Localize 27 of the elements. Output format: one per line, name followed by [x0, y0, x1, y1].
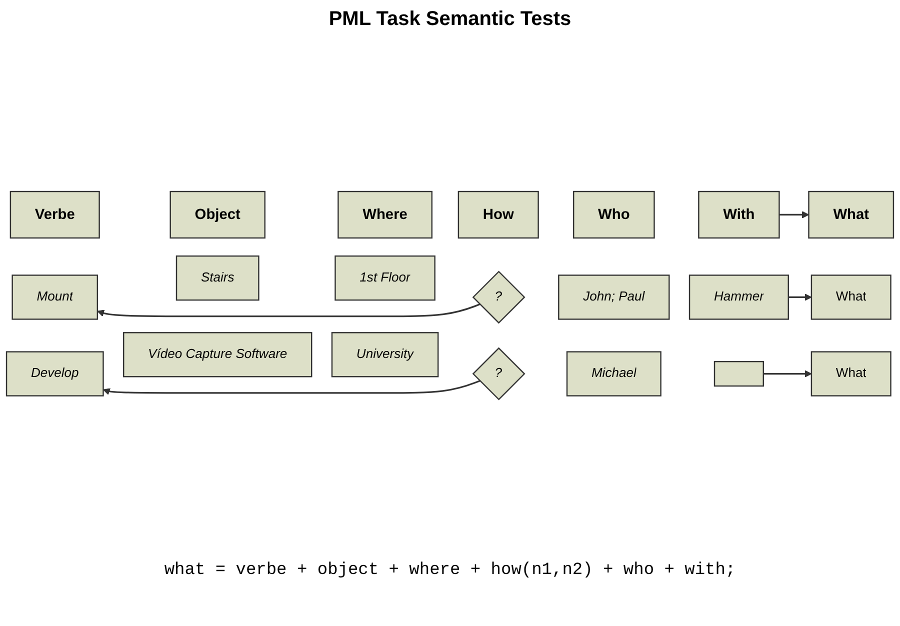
node-box: What: [808, 190, 894, 238]
arrow: [788, 293, 812, 300]
node-box: John; Paul: [558, 274, 670, 320]
node-box: Michael: [566, 350, 662, 396]
diagram-title: PML Task Semantic Tests: [328, 8, 572, 31]
node-box: With: [698, 190, 780, 238]
node-box: Mount: [12, 274, 98, 320]
node-box: Verbe: [10, 190, 100, 238]
node-box: Where: [338, 190, 432, 238]
node-box: How: [458, 190, 539, 238]
node-box: What: [810, 274, 892, 320]
arrow: [763, 370, 812, 377]
node-diamond: ?: [472, 270, 526, 324]
node-box: Hammer: [688, 274, 789, 320]
formula-caption: what = verbe + object + where + how(n1,n2) + who + with;: [163, 561, 737, 580]
arrow: [97, 303, 480, 317]
arrow: [102, 380, 480, 395]
node-box: [714, 360, 764, 386]
node-box: What: [810, 350, 892, 396]
node-box: 1st Floor: [334, 254, 436, 300]
node-box: Vídeo Capture Software: [123, 332, 312, 377]
node-box: Object: [170, 190, 266, 238]
node-box: Who: [572, 190, 655, 238]
node-box: Stairs: [176, 254, 260, 300]
node-diamond: ?: [472, 346, 526, 400]
node-box: Develop: [6, 350, 104, 396]
arrow: [779, 210, 810, 218]
